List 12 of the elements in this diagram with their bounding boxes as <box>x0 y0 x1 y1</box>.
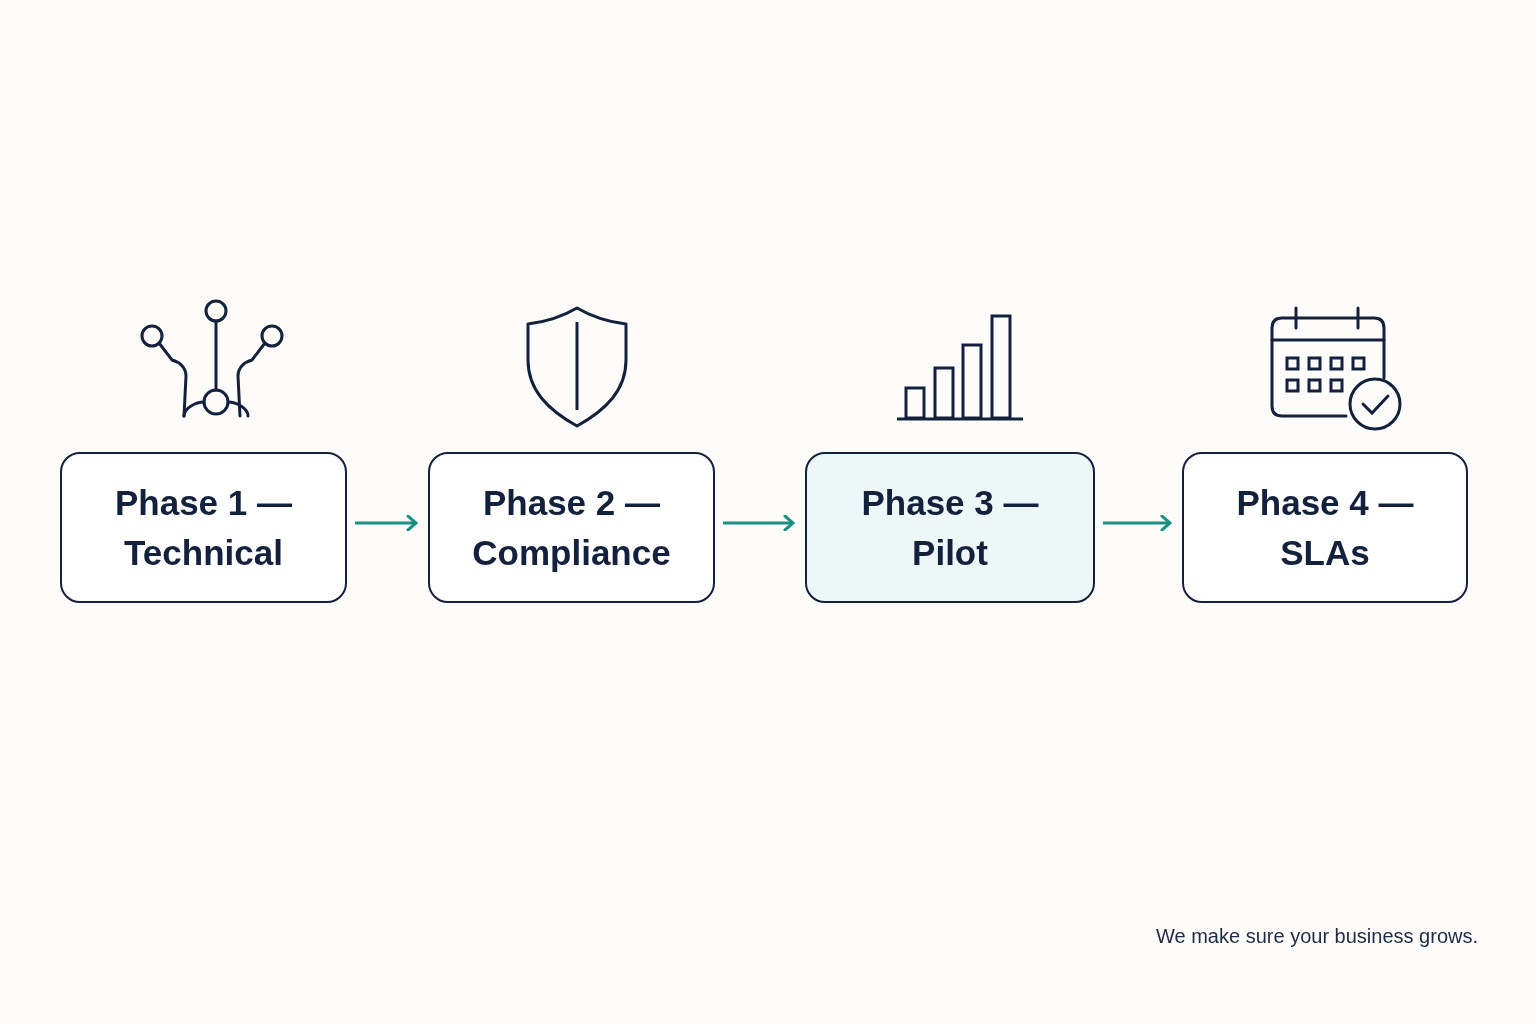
tagline-text: We make sure your business grows. <box>1156 925 1478 948</box>
arrow <box>355 514 418 532</box>
arrow <box>1103 514 1172 532</box>
phase-title: Phase 2 — Compliance <box>471 481 672 574</box>
phase-title: Phase 1 — Technical <box>113 481 293 574</box>
arrow <box>723 514 795 532</box>
phase-box <box>428 452 715 603</box>
phase-title: Phase 4 — SLAs <box>1235 481 1415 574</box>
phase-title: Phase 3 — Pilot <box>860 481 1040 574</box>
phase-box <box>60 452 347 603</box>
phase-box <box>805 452 1095 603</box>
phase-box <box>1182 452 1468 603</box>
